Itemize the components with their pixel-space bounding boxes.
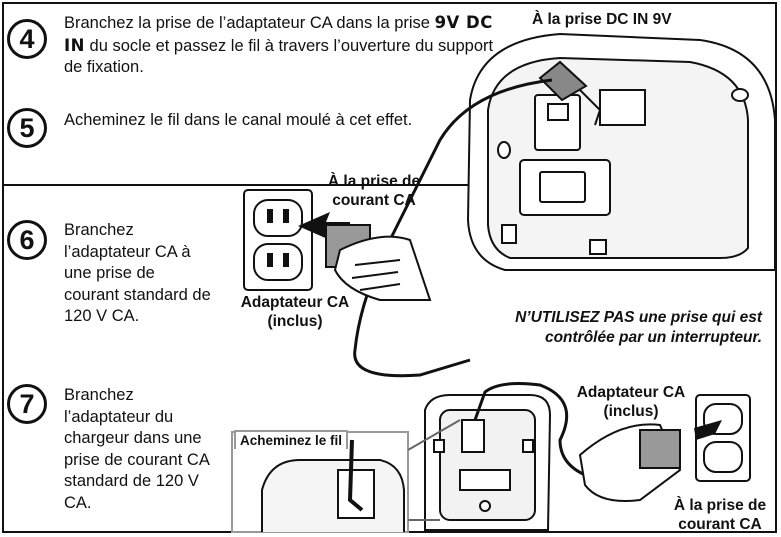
adapter-label: Adaptateur CA (inclus): [240, 294, 350, 330]
step-7-text: Branchez l’adaptateur du chargeur dans u…: [64, 386, 209, 512]
adapter-hand-illustration-2: [578, 423, 682, 502]
arrow-to-outlet-2: [694, 420, 722, 440]
dc-in-label: À la prise DC IN 9V: [532, 11, 672, 28]
callout-lines: [407, 419, 461, 521]
wall-outlet-illustration-2: [695, 394, 751, 482]
step-4-text-part: Branchez la prise de l’adaptateur CA dan…: [64, 14, 435, 32]
base-unit-illustration: [466, 32, 776, 271]
step-number: 4: [7, 19, 47, 59]
step-4-emphasis: 9V DC IN: [64, 13, 493, 55]
adapter-label-2: Adaptateur CA (inclus): [576, 384, 686, 420]
outlet-label-2: À la prise de courant CA: [673, 497, 767, 533]
warning-text: N’UTILISEZ PAS une prise qui est contrôl…: [515, 309, 762, 346]
section-divider: [2, 184, 777, 186]
step-6-text: Branchez l’adaptateur CA à une prise de …: [64, 221, 211, 325]
step-number: 6: [7, 220, 47, 260]
adapter-hand-illustration: [325, 224, 432, 301]
step-5-text: Acheminez le fil dans le canal moulé à c…: [64, 111, 413, 129]
route-cord-label: Acheminez le fil: [234, 430, 349, 449]
step-4-text: Branchez la prise de l’adaptateur CA dan…: [64, 12, 494, 79]
outlet-label: À la prise de courant CA: [327, 173, 421, 209]
step-number: 7: [7, 384, 47, 424]
arrow-to-outlet: [298, 212, 350, 240]
wall-outlet-illustration: [243, 189, 313, 291]
step-number: 5: [7, 108, 47, 148]
step-4-text-part: du socle et passez le fil à travers l’ou…: [64, 36, 494, 77]
charger-illustration: [424, 394, 552, 531]
